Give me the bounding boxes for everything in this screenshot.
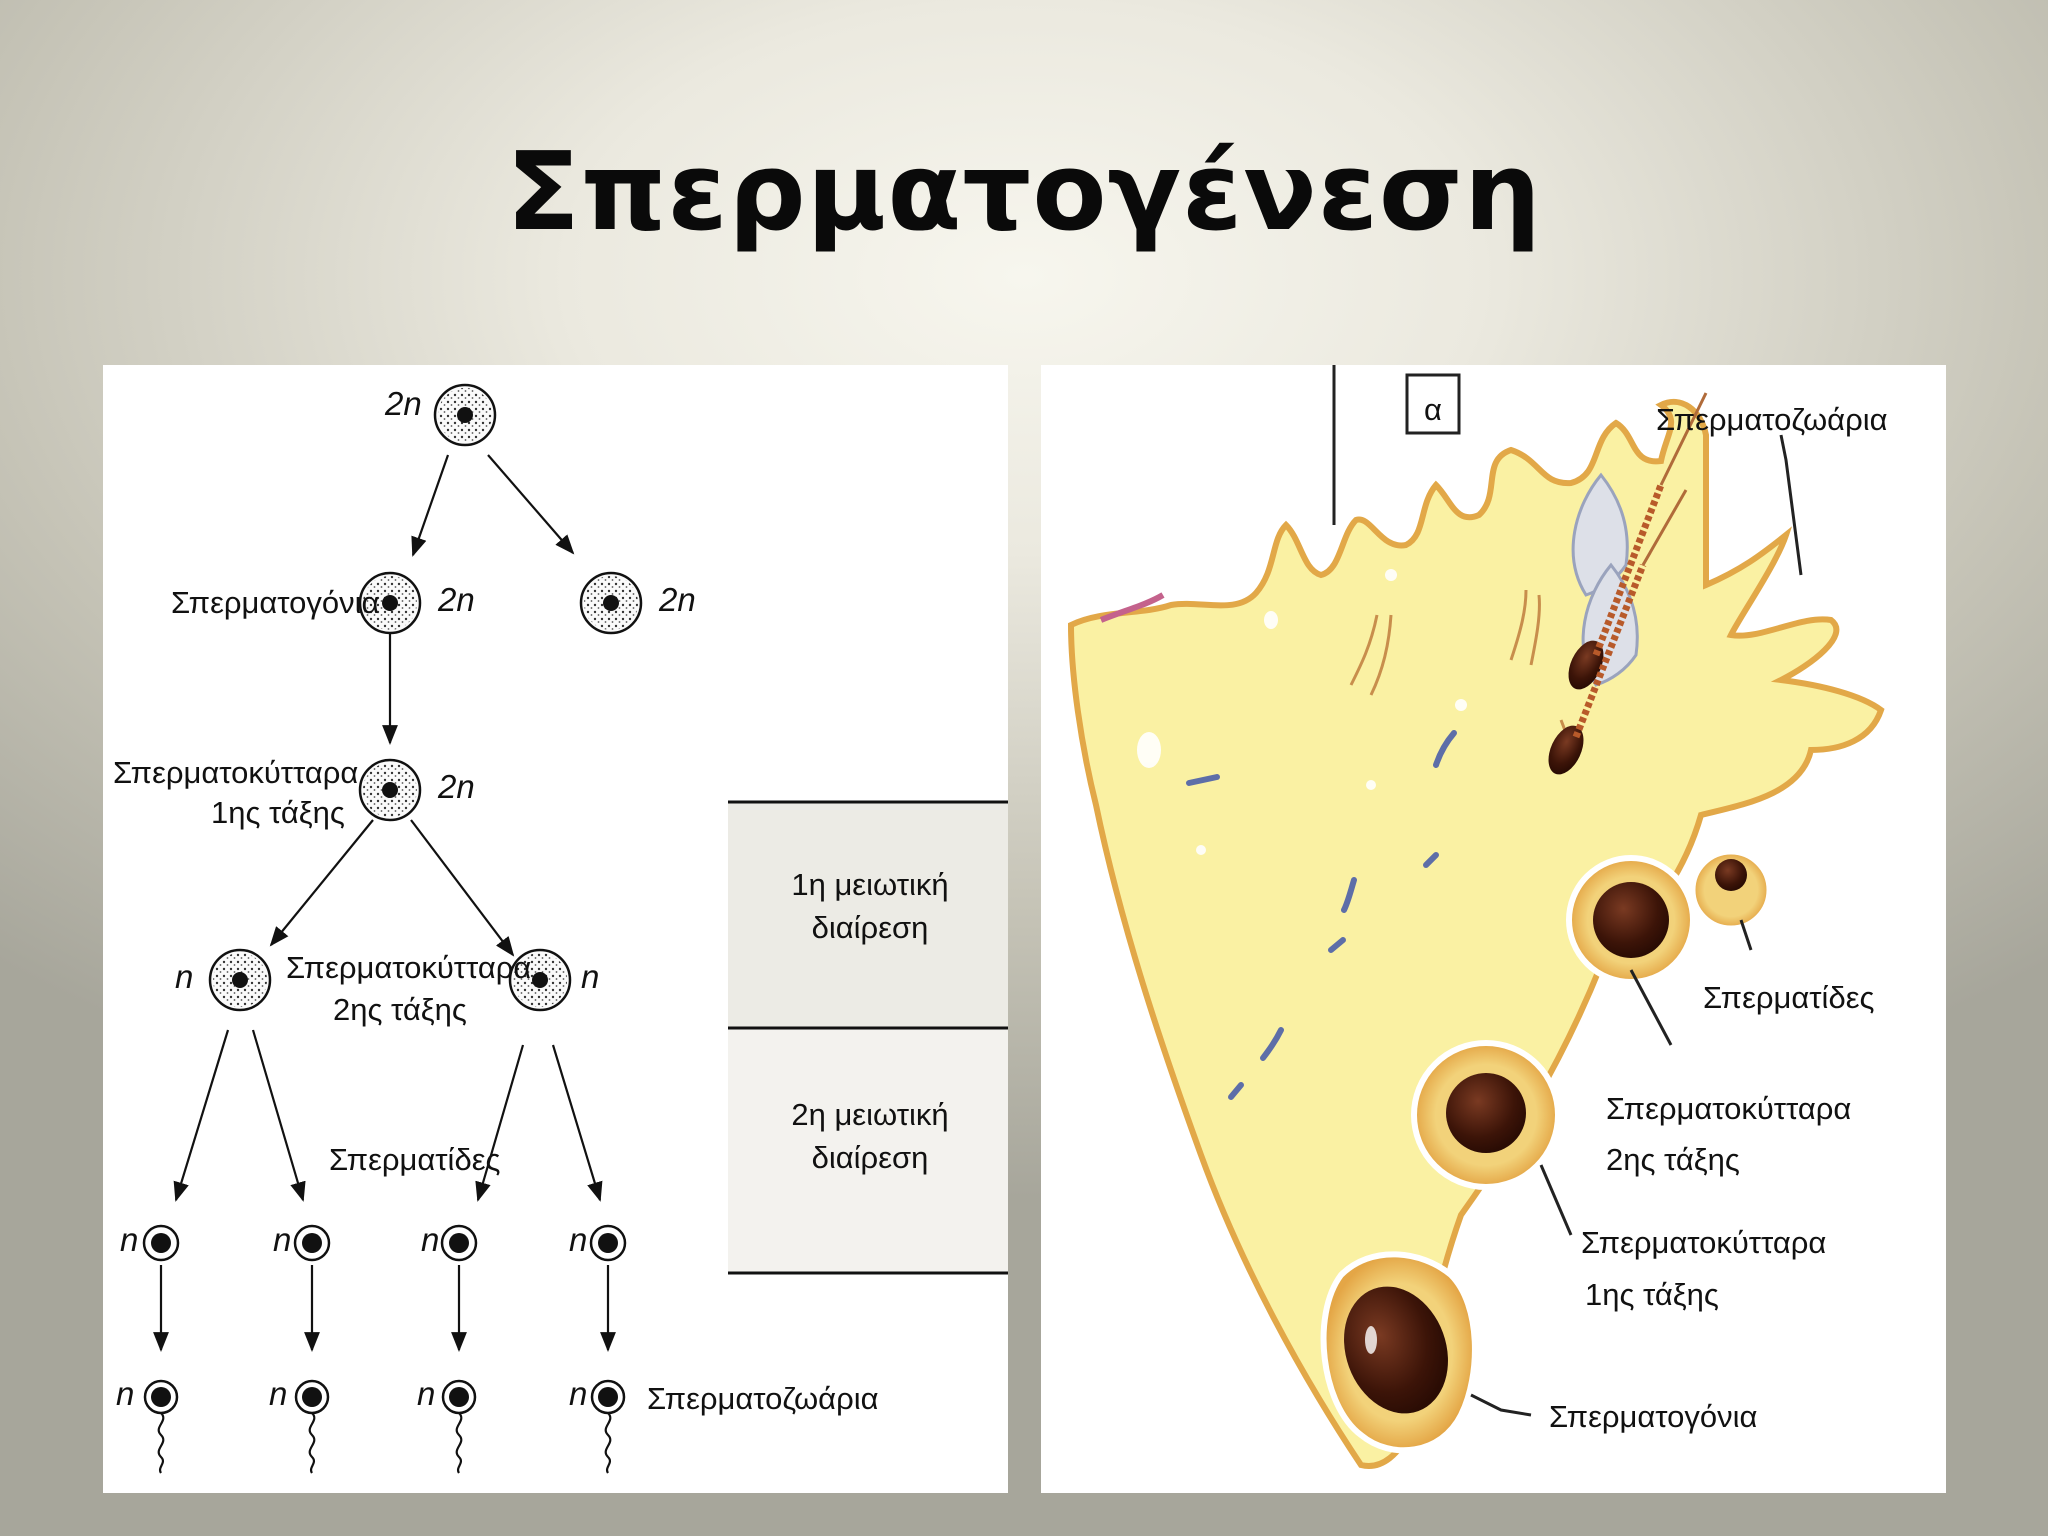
ploidy-label: n: [417, 1375, 435, 1412]
cell-spermatid-4: [589, 1224, 627, 1262]
label-second-meiosis: 2η μειωτική: [791, 1097, 948, 1132]
label-spermatozoa: Σπερματοζωάρια: [647, 1381, 879, 1416]
ploidy-label: 2n: [658, 581, 696, 618]
cell-spermatid-3: [440, 1224, 478, 1262]
cell-secondary-spermatocyte-right: [508, 948, 572, 1012]
cell-secondary-spermatocyte-left: [208, 948, 272, 1012]
ploidy-label: 2n: [384, 385, 422, 422]
label-primary-spermatocyte: Σπερματοκύτταρα: [1581, 1225, 1826, 1260]
ploidy-label: n: [116, 1375, 134, 1412]
tubule-tissue: [1067, 398, 1885, 1469]
panel-letter-box: α: [1405, 373, 1461, 435]
label-spermatids: Σπερματίδες: [329, 1142, 500, 1177]
ploidy-label: n: [175, 958, 193, 995]
ploidy-label: n: [120, 1221, 138, 1258]
label-secondary-spermatocyte-line2: 2ης τάξης: [333, 992, 467, 1027]
lineage-arrows: [153, 454, 616, 1352]
cell-spermatozoon-2: [294, 1379, 330, 1474]
spermatogenesis-tree-diagram: 2n 2n 2n 2n n n n n n n n n n n Σπερματο…: [103, 365, 1008, 1493]
ploidy-label: 2n: [437, 768, 475, 805]
label-secondary-spermatocyte: Σπερματοκύτταρα: [286, 950, 531, 985]
label-spermatogonia: Σπερματογόνια: [171, 585, 379, 620]
label-primary-spermatocyte: Σπερματοκύτταρα: [113, 755, 358, 790]
sperm-head-2: [1548, 725, 1584, 775]
label-secondary-spermatocyte-line2: 2ης τάξης: [1606, 1142, 1740, 1177]
cell-spermatozoon-1: [143, 1379, 179, 1474]
panel-letter: α: [1424, 392, 1442, 427]
cell-primary-spermatocyte: [358, 758, 422, 822]
cell-spermatogonium-left: [358, 571, 422, 635]
tissue-vacuoles: [1137, 569, 1467, 855]
ploidy-label: n: [569, 1375, 587, 1412]
cell-spermatozoon-3: [441, 1379, 477, 1474]
spermatogonium-cell: [1320, 1251, 1478, 1454]
label-spermatozoa: Σπερματοζωάρια: [1656, 402, 1888, 437]
cell-spermatid-2: [293, 1224, 331, 1262]
tissue-filaments: [1349, 589, 1573, 766]
spermatozoa-in-tissue: [1548, 392, 1708, 775]
label-first-meiosis-line2: διαίρεση: [812, 910, 929, 945]
ploidy-label: n: [569, 1221, 587, 1258]
cell-spermatid-1: [142, 1224, 180, 1262]
cell-spermatogonium-right: [579, 571, 643, 635]
label-spermatogonia: Σπερματογόνια: [1549, 1399, 1757, 1434]
label-second-meiosis-line2: διαίρεση: [812, 1140, 929, 1175]
primary-spermatocyte-cell: [1411, 1040, 1561, 1190]
label-secondary-spermatocyte: Σπερματοκύτταρα: [1606, 1091, 1851, 1126]
label-primary-spermatocyte-line2: 1ης τάξης: [211, 795, 345, 830]
meiosis-bands: 1η μειωτική διαίρεση 2η μειωτική διαίρεσ…: [728, 800, 1008, 1275]
tissue-organelles: [1186, 730, 1457, 1100]
label-first-meiosis: 1η μειωτική: [791, 867, 948, 902]
ploidy-label: n: [273, 1221, 291, 1258]
ploidy-label: n: [421, 1221, 439, 1258]
label-spermatids: Σπερματίδες: [1703, 980, 1874, 1015]
label-primary-spermatocyte-line2: 1ης τάξης: [1585, 1277, 1719, 1312]
secondary-spermatocyte-cell: [1566, 855, 1696, 985]
seminiferous-tubule-illustration: α: [1041, 365, 1946, 1493]
ploidy-label: n: [269, 1375, 287, 1412]
leader-lines: [1470, 434, 1803, 1417]
ploidy-label: n: [581, 958, 599, 995]
slide-title: Σπερματογένεση: [506, 130, 1542, 255]
tissue-edge-fragment: [1099, 592, 1165, 623]
spermatid-cell: [1690, 849, 1772, 931]
ploidy-label: 2n: [437, 581, 475, 618]
cell-spermatozoon-4: [590, 1379, 626, 1474]
spermatozoa-group: [143, 1379, 626, 1474]
cell-stem-spermatogonium: [433, 383, 497, 447]
